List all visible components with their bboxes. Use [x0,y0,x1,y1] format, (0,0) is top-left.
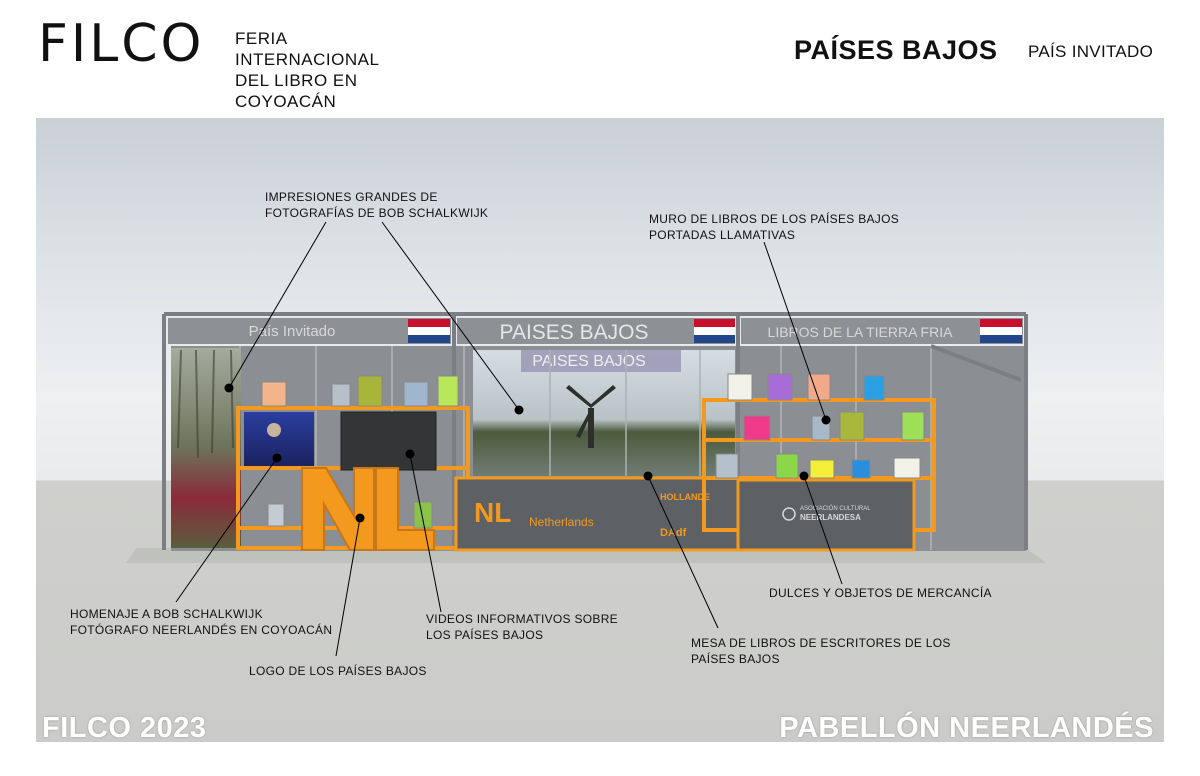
sign-right-text: LIBROS DE LA TIERRA FRIA [768,324,954,340]
book [437,375,459,407]
callout-line: PORTADAS LLAMATIVAS [649,228,796,242]
desk-logo-hollande: HOLLANDE [660,492,710,502]
callout-line: DULCES Y OBJETOS DE MERCANCÍA [769,586,992,600]
stand-render: País Invitado PAISES BAJOS LIBROS DE LA … [36,118,1164,742]
floor-shadow [126,548,1046,563]
logo-subtitle-line: FERIA [235,29,288,48]
callout-line: MESA DE LIBROS DE ESCRITORES DE LOS [691,636,951,650]
flag-right [980,319,1022,343]
callout-line: HOMENAJE A BOB SCHALKWIJK [70,607,263,621]
svg-text:NL: NL [474,497,511,528]
nl-letters [301,467,435,551]
desk-logo-dadf: DAdf [660,527,687,539]
book [413,501,433,529]
flag-center [694,319,735,343]
portrait-face [267,423,281,437]
callout-line: LOS PAÍSES BAJOS [426,628,544,642]
sign-board-left [168,318,451,344]
callout-sweets: DULCES Y OBJETOS DE MERCANCÍA [769,585,992,601]
flag-left [408,319,450,343]
callout-logo: LOGO DE LOS PAÍSES BAJOS [249,663,427,679]
callout-table: MESA DE LIBROS DE ESCRITORES DE LOS PAÍS… [691,635,951,667]
callout-photos: IMPRESIONES GRANDES DE FOTOGRAFÍAS DE BO… [265,189,488,221]
wall-books [715,373,925,479]
callout-line: LOGO DE LOS PAÍSES BAJOS [249,664,427,678]
callout-videos: VIDEOS INFORMATIVOS SOBRE LOS PAÍSES BAJ… [426,611,618,643]
forest-trees [177,349,234,459]
sign-left-text: País Invitado [249,323,336,340]
footer-left-title: FILCO 2023 [42,712,207,744]
callout-homage: HOMENAJE A BOB SCHALKWIJK FOTÓGRAFO NEER… [70,606,332,638]
logo-subtitle: FERIA INTERNACIONAL DEL LIBRO EN COYOACÁ… [235,28,379,112]
callout-line: PAÍSES BAJOS [691,652,780,666]
sign-board-center [457,318,735,344]
book [331,383,351,407]
stand-illustration: País Invitado PAISES BAJOS LIBROS DE LA … [126,221,1046,657]
photo-panel-lines [549,350,701,476]
book [267,503,285,527]
video-screen [340,411,437,471]
country-subtitle: PAÍS INVITADO [1028,42,1154,61]
logo-subtitle-line: INTERNACIONAL [235,50,380,69]
central-desk [454,476,740,552]
sign-board-right [741,318,1023,344]
nl-logo: NL Netherlands [474,497,594,529]
logo-subtitle-line: COYOACÁN [235,92,337,111]
callout-line: FOTOGRAFÍAS DE BOB SCHALKWIJK [265,206,489,220]
logo-subtitle-line: DEL LIBRO EN [235,71,358,90]
callout-lines [175,221,843,657]
country-title: PAÍSES BAJOS [794,35,998,65]
svg-text:NEERLANDESA: NEERLANDESA [800,513,861,522]
filco-logo: FILCO [38,14,205,74]
photo-banner [521,350,681,372]
roof-frame [162,312,1028,550]
windmill-icon [566,385,616,448]
svg-text:ASOCIACIÓN CULTURAL: ASOCIACIÓN CULTURAL [800,505,871,512]
sign-center-text: PAISES BAJOS [500,321,649,344]
book [261,381,287,407]
footer-right-title: PABELLÓN NEERLANDÉS [779,712,1154,744]
callout-dots [224,383,831,523]
callout-line: IMPRESIONES GRANDES DE [265,190,438,204]
banner-text: PAISES BAJOS [532,353,646,370]
callout-line: VIDEOS INFORMATIVOS SOBRE [426,612,618,626]
book [357,375,383,407]
callout-line: FOTÓGRAFO NEERLANDÉS EN COYOACÁN [70,623,333,637]
svg-text:Netherlands: Netherlands [529,515,594,529]
forest-photo [171,348,241,548]
callout-line: MURO DE LIBROS DE LOS PAÍSES BAJOS [649,212,900,226]
callout-wall: MURO DE LIBROS DE LOS PAÍSES BAJOS PORTA… [649,211,899,243]
association-logo: ASOCIACIÓN CULTURAL NEERLANDESA [782,505,871,522]
book [403,381,429,407]
